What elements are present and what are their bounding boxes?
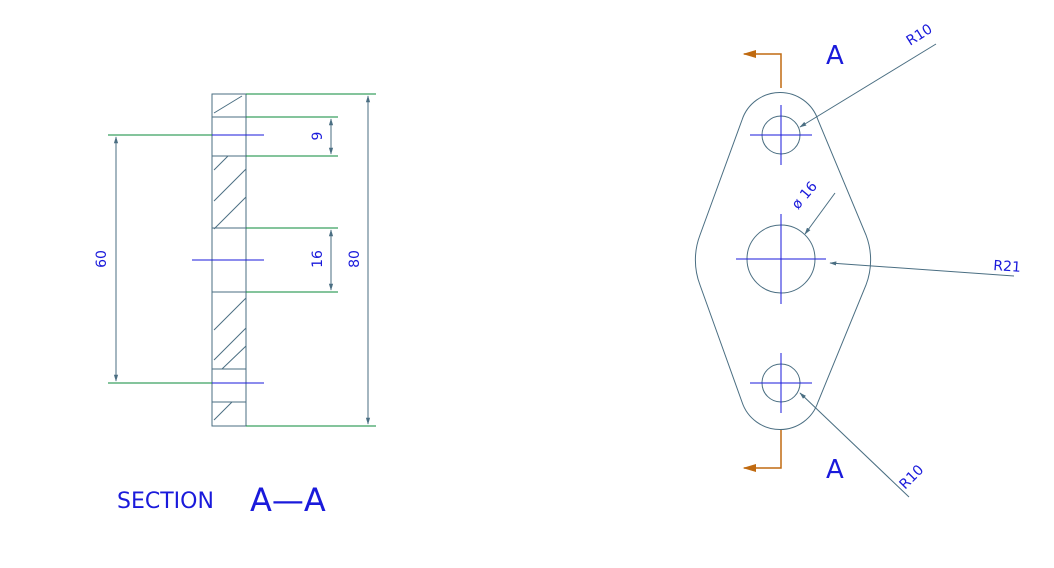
- label-r10-bottom: R10: [897, 462, 928, 493]
- dim-text-80: 80: [347, 250, 363, 268]
- plan-center-marks: [736, 105, 826, 413]
- label-r10-top: R10: [904, 21, 936, 49]
- dim-text-9: 9: [310, 132, 326, 141]
- leader-r21: [829, 261, 1015, 277]
- radius-leaders: [799, 43, 1015, 498]
- section-caption-word: SECTION: [117, 489, 214, 514]
- dim-text-60: 60: [94, 250, 110, 268]
- label-dia16: ø 16: [789, 179, 821, 213]
- section-label-a-bottom: A: [826, 455, 844, 485]
- section-cut-arrows: [742, 49, 782, 473]
- section-hatching: [213, 95, 247, 421]
- leader-r10-bottom: [799, 392, 910, 498]
- leader-dia16: [804, 192, 836, 235]
- hole-edge-lines: [212, 116, 246, 403]
- section-label-a-top: A: [826, 41, 844, 71]
- section-view: 60 9 16 80 SECTION A—A: [94, 93, 376, 519]
- dim-text-16: 16: [310, 250, 326, 268]
- label-r21: R21: [993, 258, 1022, 276]
- extension-lines: [108, 93, 376, 427]
- dimension-lines: [113, 95, 371, 425]
- plan-view: A A R10 ø 16 R21 R10: [694, 21, 1022, 498]
- section-caption-letters: A—A: [250, 481, 326, 519]
- plate-outline: [694, 91, 872, 431]
- leader-r10-top: [799, 43, 937, 128]
